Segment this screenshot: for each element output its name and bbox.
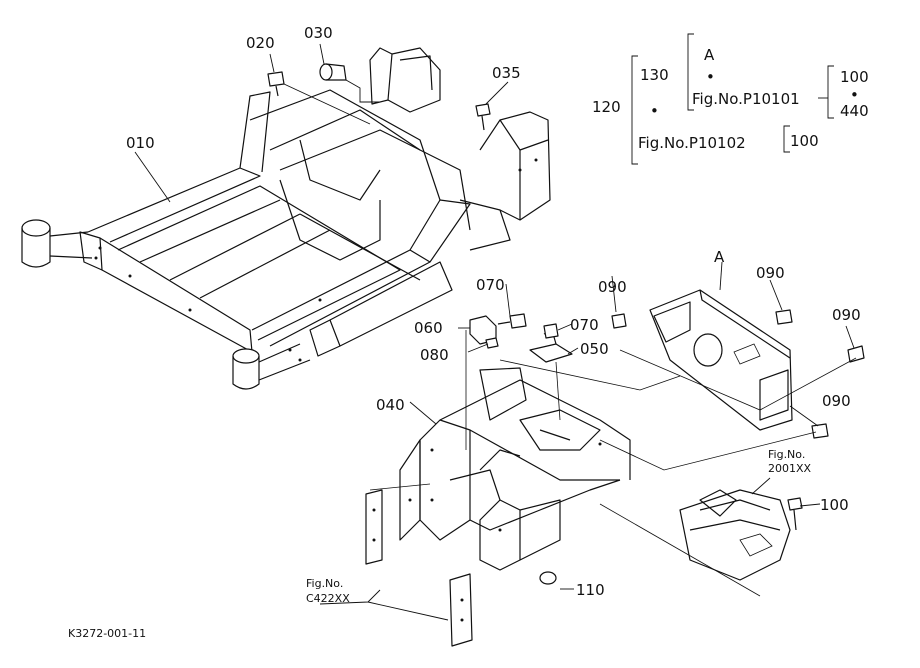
legend-440: 440	[840, 102, 869, 120]
callout-040: 040	[376, 396, 405, 414]
legend-100-top: 100	[840, 68, 869, 86]
callout-030: 030	[304, 24, 333, 42]
legend-dot-1: •	[650, 102, 659, 120]
callout-090d: 090	[822, 392, 851, 410]
bolt-090b	[775, 309, 793, 325]
callout-100: 100	[820, 496, 849, 514]
legend-dot-2: •	[706, 68, 715, 86]
legend-130: 130	[640, 66, 669, 84]
fig-ref-2001-line2: 2001XX	[768, 462, 812, 475]
bolt-090d	[811, 423, 829, 439]
callouts: 010 020 030 035 040 050 060 070 070 080 …	[126, 24, 861, 605]
fig-ref-2001-line1: Fig.No.	[768, 448, 805, 461]
bolt-035	[475, 103, 491, 131]
fig-ref-c422-line1: Fig.No.	[306, 577, 343, 590]
leader-lines	[134, 43, 857, 621]
pin-030	[319, 63, 347, 81]
front-frame	[399, 367, 631, 571]
bolt-090c	[847, 345, 865, 363]
nut-080	[485, 337, 499, 349]
legend-ref-a: A	[704, 46, 715, 64]
legend-fig-p10102: Fig.No.P10102	[638, 134, 746, 152]
bolt-090a	[611, 313, 627, 329]
callout-070b: 070	[570, 316, 599, 334]
callout-ref-a: A	[714, 248, 725, 266]
main-frame	[21, 47, 551, 390]
callout-070a: 070	[476, 276, 505, 294]
fig-ref-c422-line2: C422XX	[306, 592, 350, 605]
legend-100-low: 100	[790, 132, 819, 150]
callout-090b: 090	[756, 264, 785, 282]
lower-bracket	[365, 489, 473, 647]
callout-090a: 090	[598, 278, 627, 296]
drawing-id: K3272-001-11	[68, 627, 146, 640]
callout-060: 060	[414, 319, 443, 337]
bolt-070b	[543, 323, 559, 339]
nut-110	[539, 571, 557, 585]
callout-035: 035	[492, 64, 521, 82]
engine-block	[679, 489, 791, 581]
callout-080: 080	[420, 346, 449, 364]
legend-dot-3: •	[850, 86, 859, 104]
bolt-100	[787, 497, 803, 531]
legend-120: 120	[592, 98, 621, 116]
callout-010: 010	[126, 134, 155, 152]
callout-090c: 090	[832, 306, 861, 324]
callout-020: 020	[246, 34, 275, 52]
bolt-070a	[497, 313, 527, 329]
assembly-legend: 120 130 • Fig.No.P10102 A • Fig.No.P1010…	[592, 33, 869, 165]
callout-050: 050	[580, 340, 609, 358]
cover-panel	[649, 289, 793, 431]
legend-fig-p10101: Fig.No.P10101	[692, 90, 800, 108]
callout-110: 110	[576, 581, 605, 599]
